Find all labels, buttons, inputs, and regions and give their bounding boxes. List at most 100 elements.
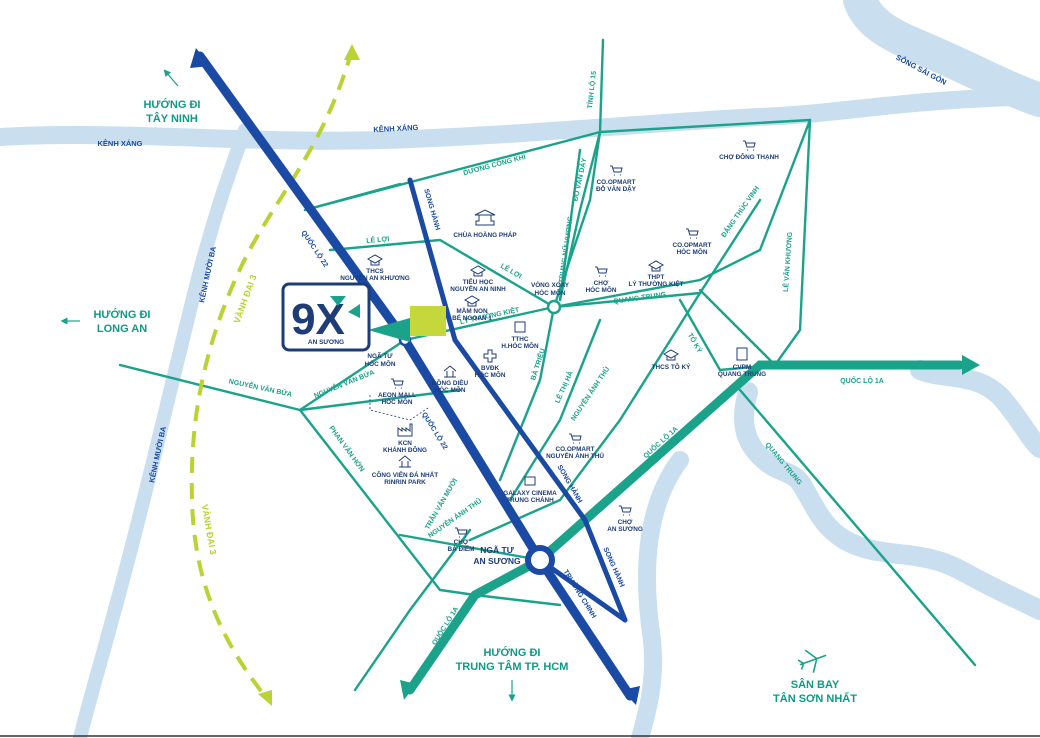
svg-text:BÀ ĐIỂM: BÀ ĐIỂM (448, 544, 475, 553)
dest-tay-ninh-2: TÂY NINH (146, 112, 198, 125)
main-roads (195, 51, 635, 701)
label-le-loi-left: LÊ LỢI (366, 234, 390, 245)
dest-tay-ninh-1: HƯỚNG ĐI (143, 98, 200, 111)
ba-trieu (498, 305, 556, 482)
school-icon (366, 254, 384, 266)
cart-icon (743, 140, 756, 151)
poi-tthc: TTHC H.HÓC MÔN (501, 321, 539, 350)
poi-bvdk: BVĐK HÓC MÔN (475, 349, 506, 379)
cinema-icon (524, 476, 536, 486)
label-vanh-dai-3-top: VÀNH ĐAI 3 (232, 273, 259, 324)
cart-icon (686, 228, 699, 239)
do-van-day (558, 130, 602, 302)
svg-text:HÓC MÔN: HÓC MÔN (586, 285, 617, 294)
kenh-xang (0, 87, 1040, 150)
dang-thuc-vinh (698, 198, 762, 295)
svg-text:BVĐK: BVĐK (481, 365, 499, 372)
cart-icon (619, 505, 632, 516)
river-southeast (734, 382, 1040, 620)
temple-icon (474, 209, 496, 226)
poi-cho-hoc-mon: CHỢ HÓC MÔN (586, 266, 617, 294)
dest-center-1: HƯỚNG ĐI (483, 646, 540, 659)
label-kenh-xang-left: KÊNH XÁNG (97, 139, 142, 148)
connector-1 (398, 533, 542, 562)
project-logo-subtitle: AN SƯƠNG (308, 339, 344, 346)
highway-ql1a (405, 360, 965, 695)
poi-tieu-hoc-nguyen-an-ninh: TIỂU HỌC NGUYỄN AN NINH (450, 265, 506, 293)
factory-icon (397, 423, 413, 437)
medical-cross-icon (483, 349, 497, 363)
svg-text:KHÁNH ĐÔNG: KHÁNH ĐÔNG (383, 445, 427, 454)
poi-thcs-to-ky: THCS TÔ KÝ (652, 349, 691, 371)
nga-tu-an-suong-marker (525, 545, 555, 575)
svg-text:THCS: THCS (366, 268, 384, 275)
project-site (410, 306, 446, 336)
park-icon (443, 365, 457, 378)
quoc-lo-22 (195, 51, 635, 701)
quang-trung-east (738, 388, 977, 667)
svg-text:CHỢ ĐÔNG THẠNH: CHỢ ĐÔNG THẠNH (719, 152, 779, 161)
svg-text:HÓC MÔN: HÓC MÔN (382, 397, 413, 406)
destination-labels: HƯỚNG ĐI TÂY NINH HƯỚNG ĐI LONG AN HƯỚNG… (93, 98, 857, 705)
label-tinh-lo-15: TỈNH LỘ 15 (585, 70, 598, 109)
svg-text:NGUYỄN ẢNH THỦ: NGUYỄN ẢNH THỦ (546, 451, 604, 460)
label-kenh-xang-right: KÊNH XÁNG (373, 123, 419, 134)
park-icon (398, 455, 412, 468)
ring-road-3 (189, 49, 354, 702)
poi-thpt-ly-thuong-kiet: THPT LÝ THƯỜNG KIỆT (628, 260, 684, 288)
poi-coopmart-hoc-mon: CO.OPMART HÓC MÔN (672, 228, 712, 256)
dest-airport-1: SÂN BAY (791, 678, 840, 691)
svg-text:CO.OPMART: CO.OPMART (672, 242, 711, 249)
svg-text:THCS TÔ KÝ: THCS TÔ KÝ (652, 362, 691, 371)
svg-text:NGUYỄN AN KHƯƠNG: NGUYỄN AN KHƯƠNG (340, 273, 409, 282)
ql22-arrow-south (622, 686, 640, 705)
river-east (910, 360, 1040, 458)
svg-text:H.HÓC MÔN: H.HÓC MÔN (501, 341, 539, 350)
ring-road-arrow-bottom (258, 690, 272, 706)
svg-text:AEON MALL: AEON MALL (378, 392, 416, 399)
ql1a-arrow-sw (400, 680, 416, 700)
svg-text:ĐỖ VĂN DẬY: ĐỖ VĂN DẬY (596, 184, 637, 193)
poi-galaxy-cinema: GALAXY CINEMA TRUNG CHÁNH (503, 476, 557, 504)
school-icon (469, 265, 487, 277)
le-van-khuong (773, 118, 812, 367)
le-loi (328, 238, 556, 309)
poi-cvpm-quang-trung: CVPM QUANG TRUNG (718, 347, 766, 378)
svg-text:CHỢ: CHỢ (454, 539, 469, 546)
label-nga-tu-hoc-mon-1: NGÃ TƯ (367, 351, 393, 360)
le-loi-top (303, 182, 402, 212)
poi-cho-ba-diem: CHỢ BÀ ĐIỂM (448, 527, 475, 553)
svg-text:CVPM: CVPM (733, 364, 751, 371)
svg-text:NGUYỄN AN NINH: NGUYỄN AN NINH (450, 284, 506, 293)
junction-labels: VÒNG XOAY HÓC MÔN NGÃ TƯ HÓC MÔN NGÃ TƯ … (365, 280, 570, 566)
svg-text:TTHC: TTHC (511, 336, 528, 343)
main-road-labels: QUỐC LỘ 22 QUỐC LỘ 22 SONG HÀNH SONG HÀN… (299, 188, 883, 647)
label-le-van-khuong: LÊ VĂN KHƯƠNG (781, 231, 794, 292)
truong-chinh-line (537, 557, 628, 623)
poi-coopmart-do-van-day: CO.OPMART ĐỖ VĂN DẬY (596, 165, 637, 193)
label-phan-van-hon: PHAN VĂN HỚN (327, 424, 366, 473)
label-nga-tu-an-suong-2: AN SƯƠNG (473, 556, 521, 566)
ring-road-arrow-top (344, 44, 360, 60)
svg-text:QUANG TRUNG: QUANG TRUNG (718, 371, 766, 378)
tran-van-muoi (353, 528, 472, 692)
label-nga-tu-an-suong-1: NGÃ TƯ (480, 545, 514, 555)
school-icon (662, 349, 680, 361)
le-thi-ha (508, 318, 602, 502)
label-nga-tu-hoc-mon-2: HÓC MÔN (365, 359, 396, 368)
hospital-icon (514, 321, 526, 333)
ql22-arrow-north (190, 48, 210, 68)
dest-long-an-2: LONG AN (97, 323, 147, 335)
poi-coopmart-nguyen-anh-thu: CO.OPMART NGUYỄN ẢNH THỦ (546, 433, 604, 460)
svg-text:THPT: THPT (648, 274, 665, 281)
svg-text:RINRIN PARK: RINRIN PARK (384, 479, 426, 486)
ring-road-labels: VÀNH ĐAI 3 VÀNH ĐAI 3 (200, 273, 259, 555)
project-marker[interactable]: 9X AN SƯƠNG (281, 282, 446, 352)
poi-chua-hoang-phap: CHÙA HOÀNG PHÁP (453, 209, 517, 239)
svg-text:CO.OPMART: CO.OPMART (555, 446, 594, 453)
svg-text:TRUNG CHÁNH: TRUNG CHÁNH (506, 495, 554, 504)
logo-accent-icon (330, 296, 360, 318)
